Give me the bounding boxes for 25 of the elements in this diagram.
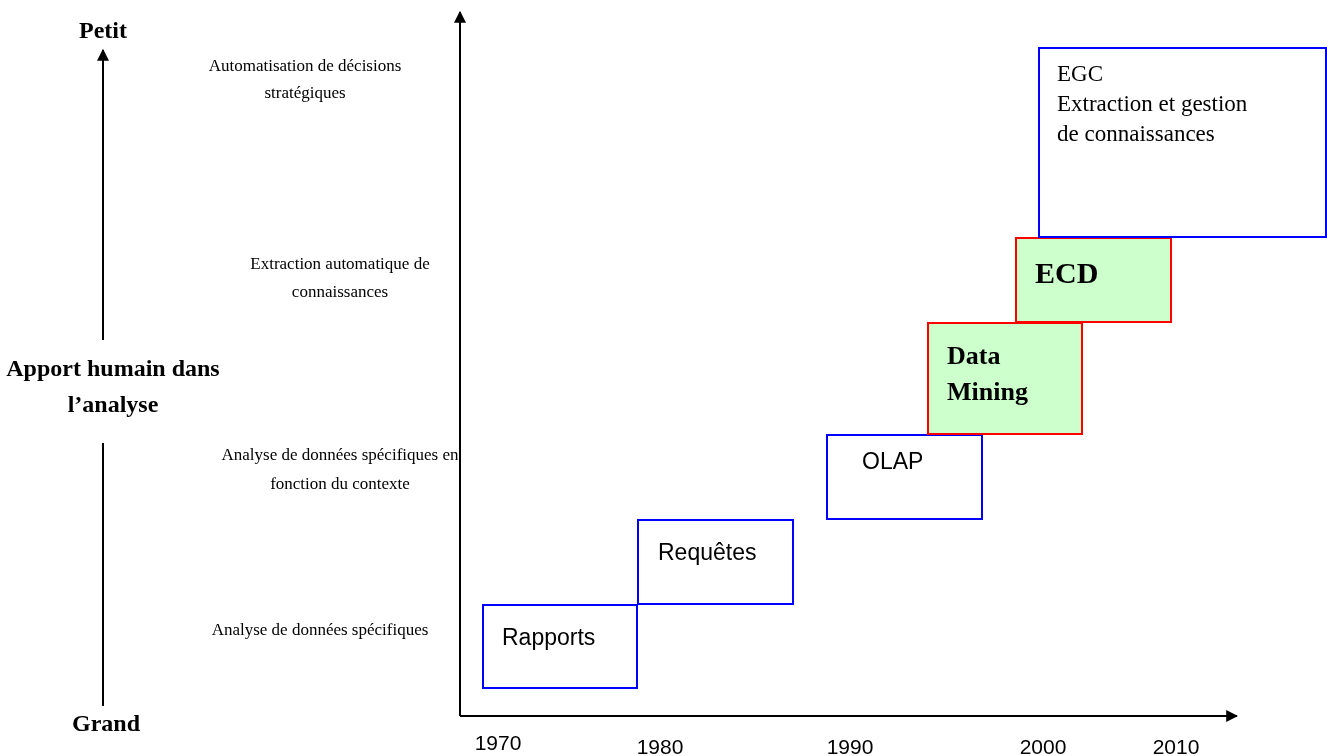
scale-label: Grand (71, 709, 141, 738)
timeline-box (826, 434, 983, 520)
year-label: 1970 (473, 730, 523, 756)
timeline-box (927, 322, 1083, 435)
scale-label: Apport humain dans l’analyse (5, 354, 221, 419)
year-label: 2010 (1151, 734, 1201, 756)
level-label: Automatisation de décisions stratégiques (207, 55, 403, 104)
box-title: Data Mining (947, 340, 1029, 408)
box-description: Extraction et gestion de connaissances (1057, 90, 1249, 148)
box-title: Requêtes (658, 538, 757, 567)
box-title: EGC (1057, 60, 1103, 88)
timeline-box (637, 519, 794, 605)
timeline-box (1015, 237, 1172, 323)
year-label: 1980 (635, 734, 685, 756)
scale-label: Petit (78, 16, 128, 45)
year-label: 2000 (1018, 734, 1068, 756)
level-label: Analyse de données spécifiques (210, 619, 430, 641)
year-label: 1990 (825, 734, 875, 756)
box-title: ECD (1035, 255, 1100, 291)
level-label: Analyse de données spécifiques en fonction du contexte (220, 444, 460, 495)
timeline-box (482, 604, 638, 689)
level-label: Extraction automatique de connaissances (250, 253, 430, 303)
box-title: OLAP (862, 447, 924, 476)
timeline-box (1038, 47, 1327, 238)
box-title: Rapports (502, 623, 596, 652)
